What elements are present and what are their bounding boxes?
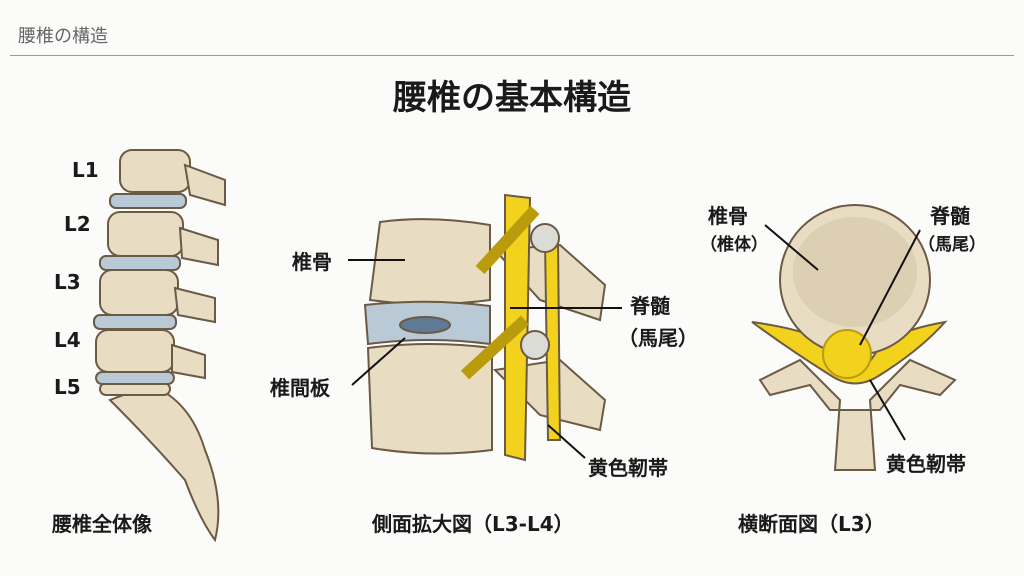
level-label-l3: L3 <box>54 270 81 294</box>
level-label-l4: L4 <box>54 328 81 352</box>
cross-section-figure <box>751 204 957 471</box>
side-caption: 側面拡大図（L3-L4） <box>372 512 574 536</box>
whole-spine-figure <box>93 149 226 543</box>
side-cord-label: 脊髄 <box>630 294 670 318</box>
header-divider <box>10 55 1014 56</box>
cross-caption: 横断面図（L3） <box>738 512 885 536</box>
side-view-figure <box>348 193 622 462</box>
whole-caption: 腰椎全体像 <box>52 512 152 536</box>
cross-cord-sub-label: （馬尾） <box>918 235 986 255</box>
level-label-l2: L2 <box>64 212 91 236</box>
cross-cord-label: 脊髄 <box>930 204 970 228</box>
side-vertebra-label: 椎骨 <box>292 250 332 274</box>
side-cord-sub-label: （馬尾） <box>618 326 698 350</box>
side-ligament-label: 黄色靭帯 <box>588 456 668 480</box>
section-header: 腰椎の構造 <box>18 26 108 47</box>
cross-ligament-label: 黄色靭帯 <box>886 452 966 476</box>
page-title: 腰椎の基本構造 <box>393 78 631 118</box>
level-label-l1: L1 <box>72 158 99 182</box>
cross-vertebra-sub-label: （椎体） <box>700 235 768 255</box>
cross-vertebra-label: 椎骨 <box>708 204 748 228</box>
level-label-l5: L5 <box>54 375 81 399</box>
side-disc-label: 椎間板 <box>270 376 330 400</box>
